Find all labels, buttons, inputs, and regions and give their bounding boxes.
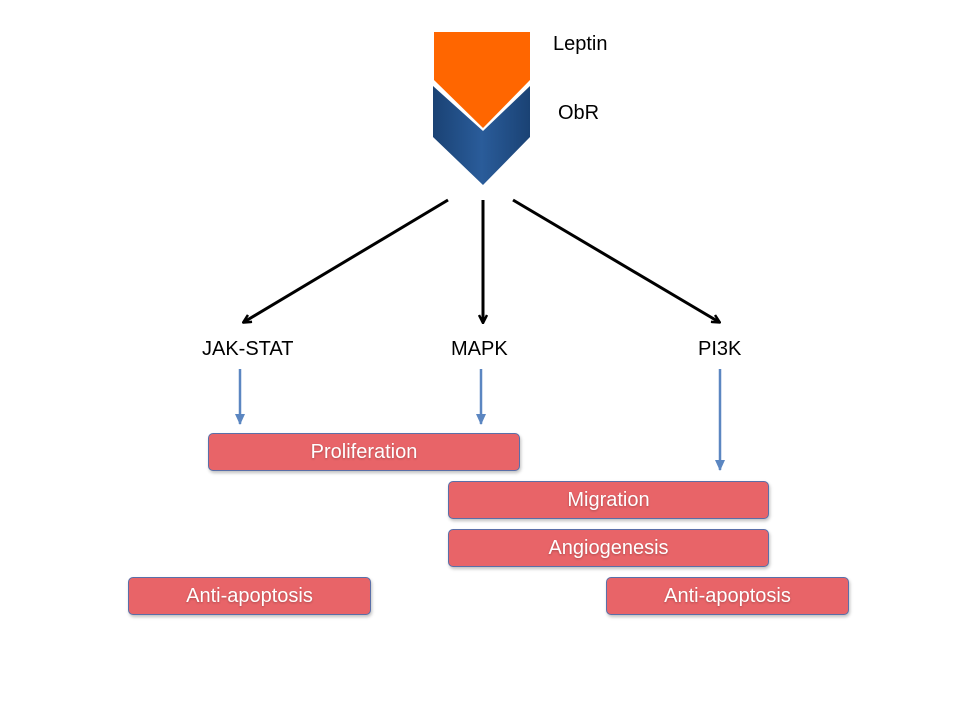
leptin-label: Leptin: [553, 33, 608, 55]
arrow-to-pi3k: [512, 198, 719, 322]
anti-apoptosis-right-box: Anti-apoptosis: [606, 577, 849, 615]
obr-receptor-shape: [433, 86, 530, 185]
proliferation-box: Proliferation: [208, 433, 520, 471]
mapk-label: MAPK: [451, 338, 508, 360]
leptin-ligand-shape: [434, 32, 530, 128]
arrow-to-jak-stat: [244, 198, 449, 322]
pi3k-label: PI3K: [698, 338, 742, 360]
angiogenesis-box: Angiogenesis: [448, 529, 769, 567]
anti-apoptosis-left-box: Anti-apoptosis: [128, 577, 371, 615]
obr-label: ObR: [558, 102, 600, 124]
jak-stat-label: JAK-STAT: [202, 338, 294, 360]
migration-box: Migration: [448, 481, 769, 519]
